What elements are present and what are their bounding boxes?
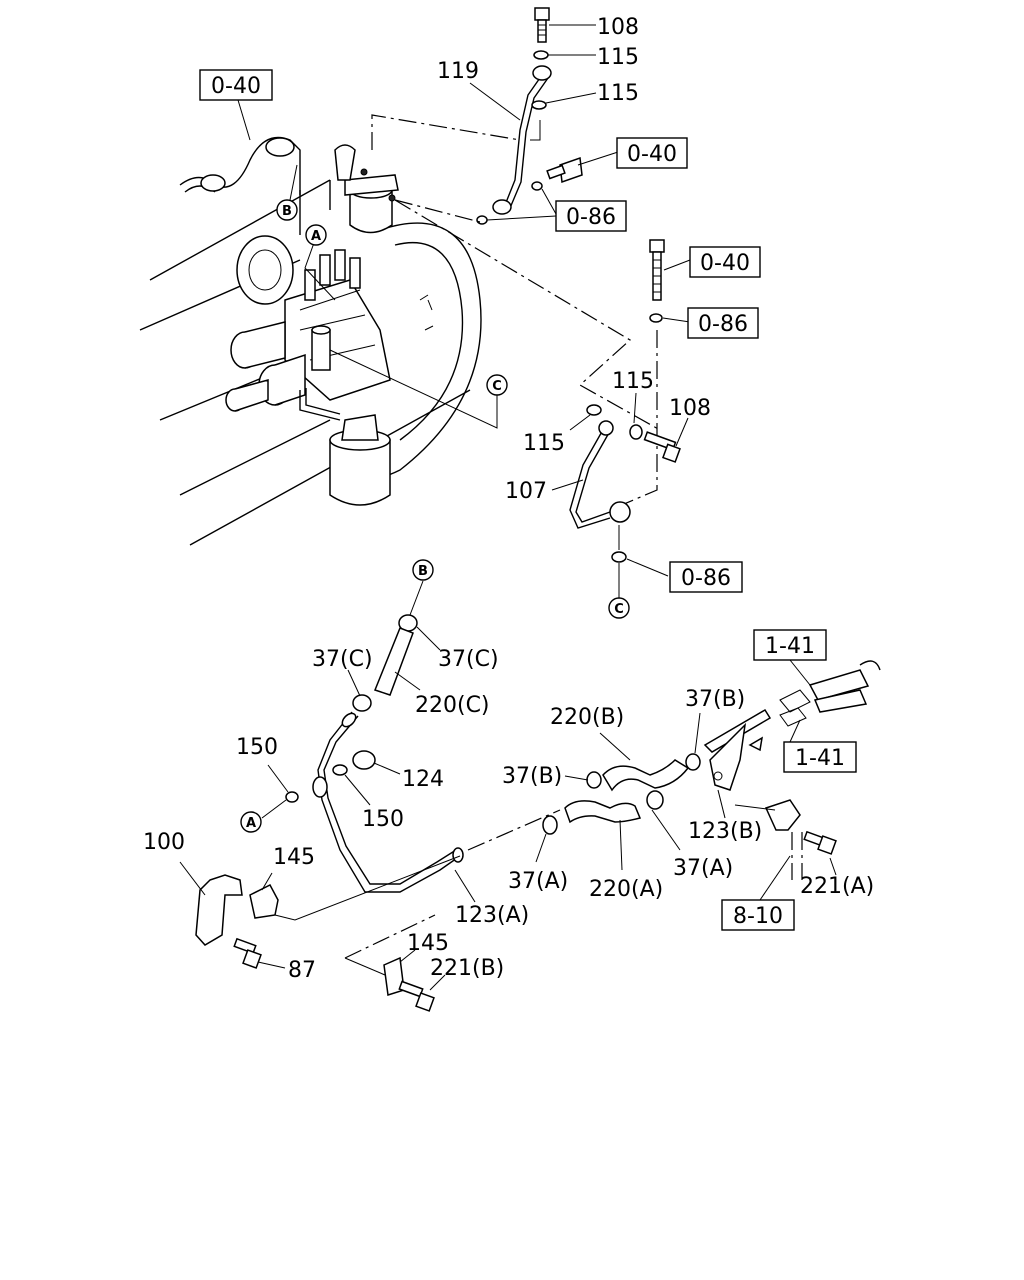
- svg-text:A: A: [311, 229, 321, 244]
- reference-box-1-41-bottom: 1-41: [783, 741, 857, 773]
- reference-box-0-86-top: 0-86: [555, 200, 627, 232]
- part-label-124: 124: [402, 767, 444, 792]
- svg-text:C: C: [492, 379, 502, 394]
- svg-text:C: C: [614, 602, 624, 617]
- part-label-220c: 220(C): [415, 693, 490, 718]
- svg-text:0-40: 0-40: [700, 251, 750, 276]
- svg-text:0-86: 0-86: [698, 312, 748, 337]
- connector-marker-c-upper: C: [486, 374, 508, 396]
- svg-text:0-86: 0-86: [681, 566, 731, 591]
- reference-box-0-40-left: 0-40: [199, 69, 273, 101]
- svg-text:1-41: 1-41: [765, 634, 815, 659]
- svg-text:B: B: [282, 204, 292, 219]
- part-label-150-bottom: 150: [362, 807, 404, 832]
- part-label-37b-top: 37(B): [685, 687, 745, 712]
- fuel-pipe-107-group: [237, 99, 691, 598]
- engine-assembly: [139, 136, 482, 546]
- reference-box-0-40-top: 0-40: [616, 137, 688, 169]
- part-label-221a: 221(A): [800, 874, 874, 899]
- connector-marker-b-upper: B: [276, 199, 298, 221]
- part-label-115-top: 115: [597, 45, 639, 70]
- part-label-145-top: 145: [273, 845, 315, 870]
- part-label-115-right: 115: [612, 369, 654, 394]
- part-label-100: 100: [143, 830, 185, 855]
- part-label-37a-left: 37(A): [508, 869, 568, 894]
- svg-text:B: B: [418, 564, 428, 579]
- part-label-123a: 123(A): [455, 903, 529, 928]
- lower-hose-assembly: [179, 580, 881, 1012]
- part-label-220a: 220(A): [589, 877, 663, 902]
- part-label-150-top: 150: [236, 735, 278, 760]
- connector-marker-c-lower: C: [608, 597, 630, 619]
- connector-marker-a-lower: A: [240, 811, 262, 833]
- part-label-108-top: 108: [597, 15, 639, 40]
- part-label-37c-left: 37(C): [312, 647, 373, 672]
- part-label-119: 119: [437, 59, 479, 84]
- part-label-115-left: 115: [523, 431, 565, 456]
- part-label-107: 107: [505, 479, 547, 504]
- part-label-108-right: 108: [669, 396, 711, 421]
- reference-box-0-86-bottom: 0-86: [669, 561, 743, 593]
- svg-text:8-10: 8-10: [733, 904, 783, 929]
- part-label-123b: 123(B): [688, 819, 762, 844]
- connector-marker-b-lower: B: [412, 559, 434, 581]
- part-label-37a-right: 37(A): [673, 856, 733, 881]
- svg-text:A: A: [246, 816, 256, 831]
- svg-text:0-40: 0-40: [211, 74, 261, 99]
- svg-text:0-86: 0-86: [566, 205, 616, 230]
- part-labels: 108 115 115 119 115 108 115 107 37(C) 37…: [143, 15, 874, 983]
- svg-text:0-40: 0-40: [627, 142, 677, 167]
- svg-text:1-41: 1-41: [795, 746, 845, 771]
- part-label-145-bottom: 145: [407, 931, 449, 956]
- reference-box-0-86-right: 0-86: [687, 307, 759, 339]
- fuel-pipe-119-group: [371, 7, 619, 225]
- part-label-37b-left: 37(B): [502, 764, 562, 789]
- connector-marker-a-upper: A: [305, 224, 327, 246]
- part-label-220b: 220(B): [550, 705, 624, 730]
- part-label-115-second: 115: [597, 81, 639, 106]
- part-label-221b: 221(B): [430, 956, 504, 981]
- part-label-87: 87: [288, 958, 316, 983]
- part-label-37c-right: 37(C): [438, 647, 499, 672]
- reference-box-1-41-top: 1-41: [753, 629, 827, 661]
- reference-box-8-10: 8-10: [721, 899, 795, 931]
- reference-box-0-40-right: 0-40: [689, 246, 761, 278]
